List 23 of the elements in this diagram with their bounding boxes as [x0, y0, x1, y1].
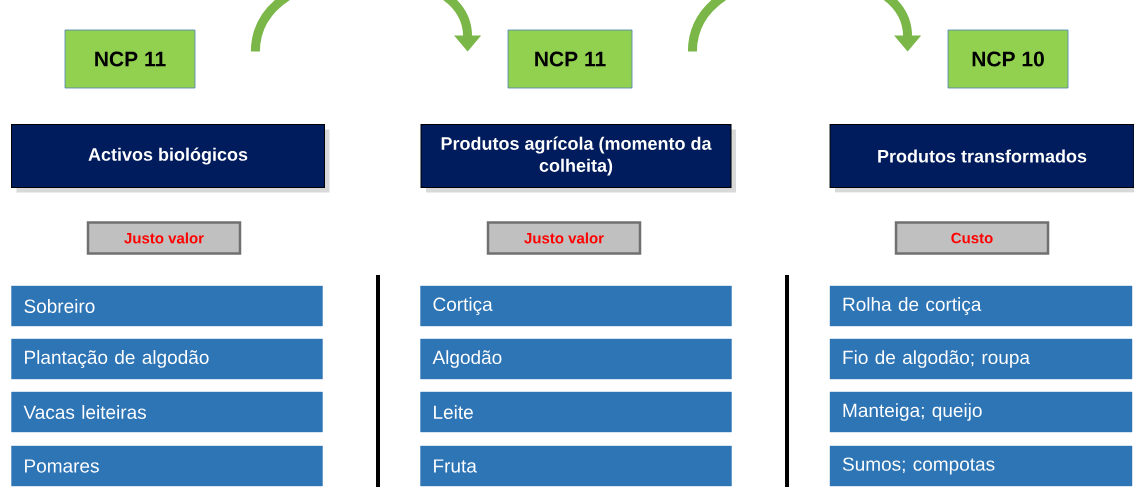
example-box: Rolha de cortiça	[829, 285, 1133, 327]
example-box: Fruta	[420, 445, 732, 487]
example-box: Leite	[420, 391, 732, 433]
measurement-box: Custo	[894, 221, 1050, 255]
measurement-box: Justo valor	[86, 221, 242, 255]
category-box: Activos biológicos	[11, 124, 325, 188]
measurement-box: Justo valor	[486, 221, 642, 255]
example-box: Sobreiro	[11, 285, 323, 327]
curved-arrow	[688, 0, 922, 53]
curved-arrow	[250, 0, 482, 53]
example-box: Cortiça	[420, 285, 732, 327]
category-box: Produtos agrícola (momento da colheita)	[420, 124, 732, 188]
example-box: Pomares	[11, 445, 323, 487]
category-box: Produtos transformados	[829, 124, 1134, 188]
example-box: Plantação de algodão	[11, 338, 323, 380]
example-box: Manteiga; queijo	[829, 391, 1133, 433]
standard-box: NCP 11	[64, 29, 196, 89]
example-box: Algodão	[420, 338, 732, 380]
example-box: Sumos; compotas	[829, 445, 1133, 487]
standard-box: NCP 11	[507, 29, 633, 89]
standard-box: NCP 10	[947, 29, 1069, 89]
example-box: Vacas leiteiras	[11, 391, 323, 433]
example-box: Fio de algodão; roupa	[829, 338, 1133, 380]
